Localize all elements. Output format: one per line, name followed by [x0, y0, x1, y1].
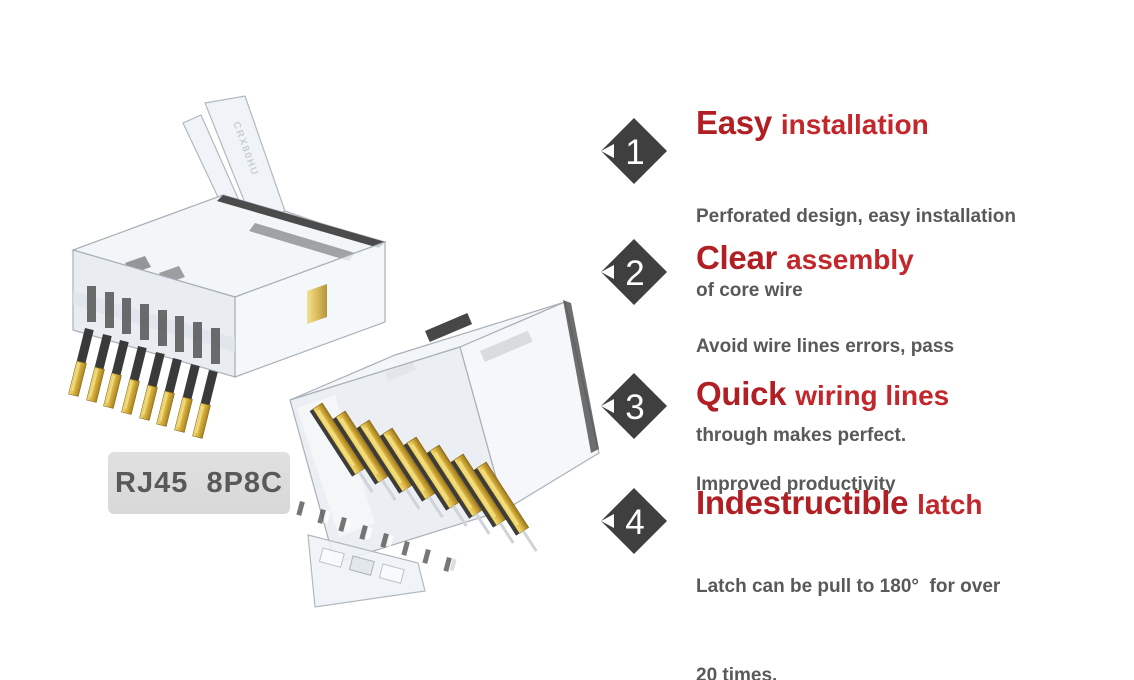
inner-dark-band	[249, 223, 355, 261]
number-diamond-1: 1	[601, 118, 667, 184]
feature-title-lead: Indestructible	[696, 484, 909, 521]
feature-title-rest: latch	[917, 489, 983, 520]
top-edge-dark-band	[217, 195, 385, 248]
number-diamond-3: 3	[601, 373, 667, 439]
description-line: Perforated design, easy installation	[696, 206, 1016, 227]
rj45-connector-front-illustration	[289, 300, 600, 608]
feature-quick-wiring-lines: 3 Quick wiring lines Improved productivi…	[598, 368, 1098, 544]
feature-title-lead: Easy	[696, 104, 772, 141]
description-line: 20 times.	[696, 665, 778, 680]
pin-teeth	[68, 328, 218, 439]
diamond-notch	[601, 265, 614, 279]
right-edge-dark-band	[563, 300, 599, 453]
feature-easy-installation: 1 Easy installation Perforated design, e…	[598, 103, 1098, 350]
feature-number: 3	[625, 388, 644, 427]
feature-number: 4	[625, 503, 644, 542]
feature-clear-assembly: 2 Clear assembly Avoid wire lines errors…	[598, 233, 1098, 510]
rj45-connector-rear-illustration: CRX80HU	[68, 95, 387, 439]
feature-title-rest: wiring lines	[795, 380, 950, 411]
feature-description: Improved productivity	[696, 426, 1098, 544]
description-line: Avoid wire lines errors, pass	[696, 336, 955, 357]
contact-row	[296, 501, 457, 572]
description-line: Improved productivity	[696, 474, 896, 495]
latch-tab	[307, 534, 426, 608]
description-line: through makes perfect.	[696, 425, 907, 446]
diamond-notch	[601, 144, 614, 158]
product-label: RJ45 8P8C	[108, 452, 290, 514]
feature-description: Perforated design, easy installation of …	[696, 158, 1098, 350]
diamond-notch	[601, 399, 614, 413]
feature-title: Clear assembly	[696, 238, 1098, 278]
pin-channels	[87, 286, 220, 364]
feature-title: Easy installation	[696, 103, 1098, 143]
diamond-notch	[601, 514, 614, 528]
description-line: of core wire	[696, 280, 803, 301]
feature-title: Quick wiring lines	[696, 374, 1098, 414]
feature-title-rest: assembly	[786, 244, 914, 275]
gold-contact-glimpse	[307, 284, 327, 324]
gold-pins	[309, 402, 538, 552]
feature-title-rest: installation	[780, 109, 929, 140]
feature-number: 2	[625, 254, 644, 293]
feature-title-lead: Clear	[696, 239, 778, 276]
feature-number: 1	[625, 133, 644, 172]
feature-description: Latch can be pull to 180° for over 20 ti…	[696, 528, 1098, 680]
number-diamond-2: 2	[601, 239, 667, 305]
feature-description: Avoid wire lines errors, pass through ma…	[696, 288, 1098, 510]
number-diamond-4: 4	[601, 488, 667, 554]
feature-title: Indestructible latch	[696, 483, 1098, 523]
feature-indestructible-latch: 4 Indestructible latch Latch can be pull…	[598, 483, 1098, 680]
description-line: Latch can be pull to 180° for over	[696, 576, 1001, 597]
feature-title-lead: Quick	[696, 375, 787, 412]
